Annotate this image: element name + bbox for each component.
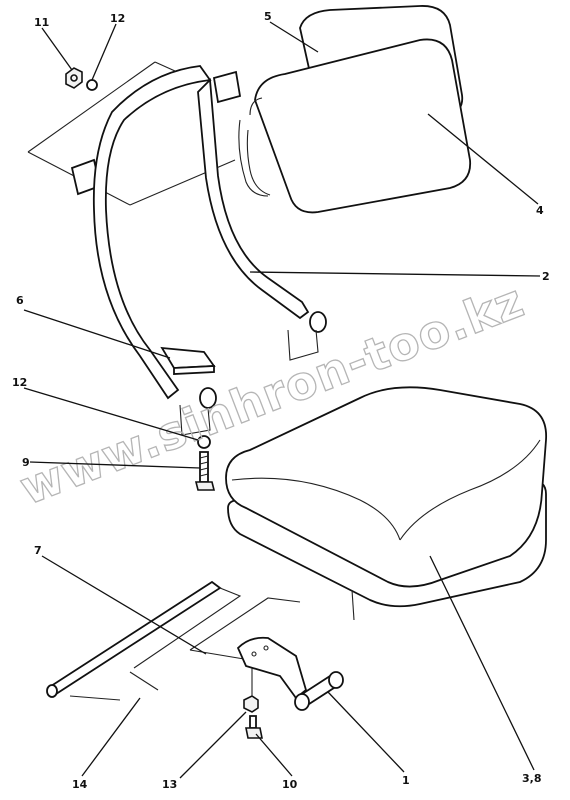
hinge-nut-and-bolt	[243, 668, 263, 739]
leader-lines	[23, 21, 541, 779]
seat-rod	[46, 580, 242, 701]
bracket-plate	[160, 346, 216, 375]
seat-cushion	[225, 386, 547, 621]
callout-10: 10	[282, 778, 298, 791]
hinge-bracket	[189, 597, 344, 711]
lower-washer-and-bolt	[194, 435, 216, 491]
backrest-frame	[27, 61, 327, 436]
callout-1: 1	[402, 774, 410, 787]
callout-14: 14	[72, 778, 88, 791]
callout-3-8: 3,8	[522, 772, 542, 785]
callout-4: 4	[536, 204, 544, 217]
callout-12-lower: 12	[12, 376, 27, 389]
backrest-cushion	[238, 5, 472, 214]
callout-12-top: 12	[110, 12, 125, 25]
callout-2: 2	[542, 270, 550, 283]
callout-9: 9	[22, 456, 30, 469]
callout-11: 11	[34, 16, 49, 29]
callout-6: 6	[16, 294, 24, 307]
callout-13: 13	[162, 778, 177, 791]
callout-5: 5	[264, 10, 272, 23]
callout-7: 7	[34, 544, 42, 557]
